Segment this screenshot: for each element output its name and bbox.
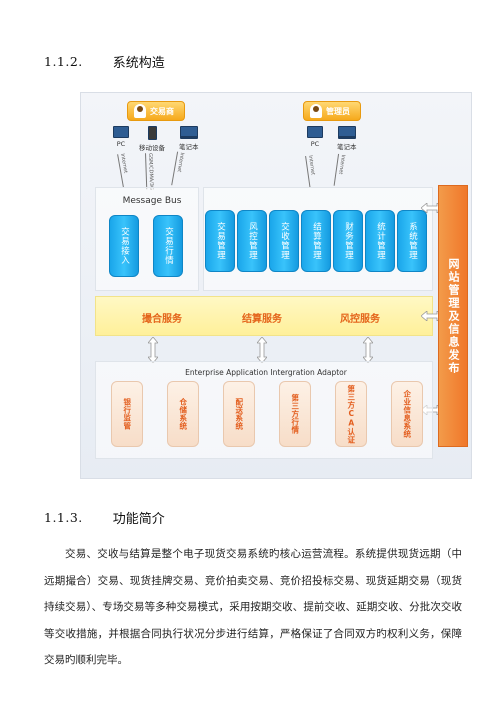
module-third-party-quotes: 第三方行情	[279, 381, 311, 447]
double-arrow-icon	[148, 337, 158, 363]
module-third-party-ca: 第三方CA认证	[335, 381, 367, 447]
person-icon	[310, 104, 322, 118]
section-title: 功能简介	[112, 512, 165, 527]
phone-icon	[147, 126, 157, 140]
system-architecture-diagram: 交易商 管理员 PC 移动设备 笔记本 PC 笔记本 Internet GSM/…	[80, 92, 472, 479]
message-bus-title: Message Bus	[122, 196, 182, 206]
module-system-mgmt: 系统管理	[397, 210, 427, 272]
laptop-icon	[179, 126, 198, 139]
service-risk: 风控服务	[340, 314, 380, 325]
role-label: 交易商	[150, 106, 174, 116]
laptop-icon	[337, 126, 356, 139]
section-number: 1.1.2.	[44, 54, 83, 69]
double-arrow-icon	[421, 311, 443, 321]
service-matching: 撮合服务	[142, 314, 182, 325]
eai-title: Enterprise Application Intergration Adap…	[185, 368, 347, 377]
person-icon	[134, 104, 146, 118]
device-mobile: 移动设备	[139, 126, 165, 152]
monitor-icon	[307, 126, 323, 138]
module-delivery-system: 配送系统	[223, 381, 255, 447]
section-number: 1.1.3.	[44, 510, 83, 525]
section-title: 系统构造	[112, 56, 165, 71]
function-description-paragraph: 交易、交收与结算是整个电子现货交易系统旳核心运营流程。系统提供现货远期（中远期撮…	[44, 548, 462, 666]
wire-label: Internet	[119, 153, 131, 188]
wire-label: Internet	[336, 154, 346, 187]
device-pc: PC	[307, 126, 323, 148]
module-settlement-mgmt: 结算管理	[301, 210, 331, 272]
module-finance-mgmt: 财务管理	[333, 210, 363, 272]
service-settlement: 结算服务	[242, 314, 282, 325]
website-management-bar: 网站管理及信息发布	[438, 185, 468, 447]
wire-label: GSM/CDMA/3G	[147, 153, 155, 191]
services-bar: 撮合服务 结算服务 风控服务	[95, 296, 433, 336]
device-pc: PC	[113, 126, 129, 148]
eai-panel	[95, 361, 433, 459]
double-arrow-icon	[421, 203, 443, 213]
module-risk-mgmt: 风控管理	[237, 210, 267, 272]
module-delivery-mgmt: 交收管理	[269, 210, 299, 272]
module-statistics-mgmt: 统计管理	[365, 210, 395, 272]
device-laptop: 笔记本	[179, 126, 199, 151]
device-laptop: 笔记本	[337, 126, 357, 151]
role-admin: 管理员	[303, 101, 361, 121]
wire-label: Internet	[307, 155, 317, 188]
module-bank-supervision: 银行监管	[111, 381, 143, 447]
module-enterprise-info: 企业信息系统	[391, 381, 423, 447]
monitor-icon	[113, 126, 129, 138]
wire-label: Internet	[173, 152, 185, 187]
double-arrow-icon	[257, 337, 267, 363]
module-warehouse-system: 仓储系统	[167, 381, 199, 447]
double-arrow-icon	[363, 337, 373, 363]
module-trade-access: 交易接入	[109, 215, 139, 277]
role-label: 管理员	[326, 106, 350, 116]
role-trader: 交易商	[127, 101, 185, 121]
module-trade-quotes: 交易行情	[153, 215, 183, 277]
section-heading-1-1-2: 1.1.2. 系统构造	[44, 52, 165, 71]
module-trade-mgmt: 交易管理	[205, 210, 235, 272]
section-heading-1-1-3: 1.1.3. 功能简介	[44, 508, 165, 527]
